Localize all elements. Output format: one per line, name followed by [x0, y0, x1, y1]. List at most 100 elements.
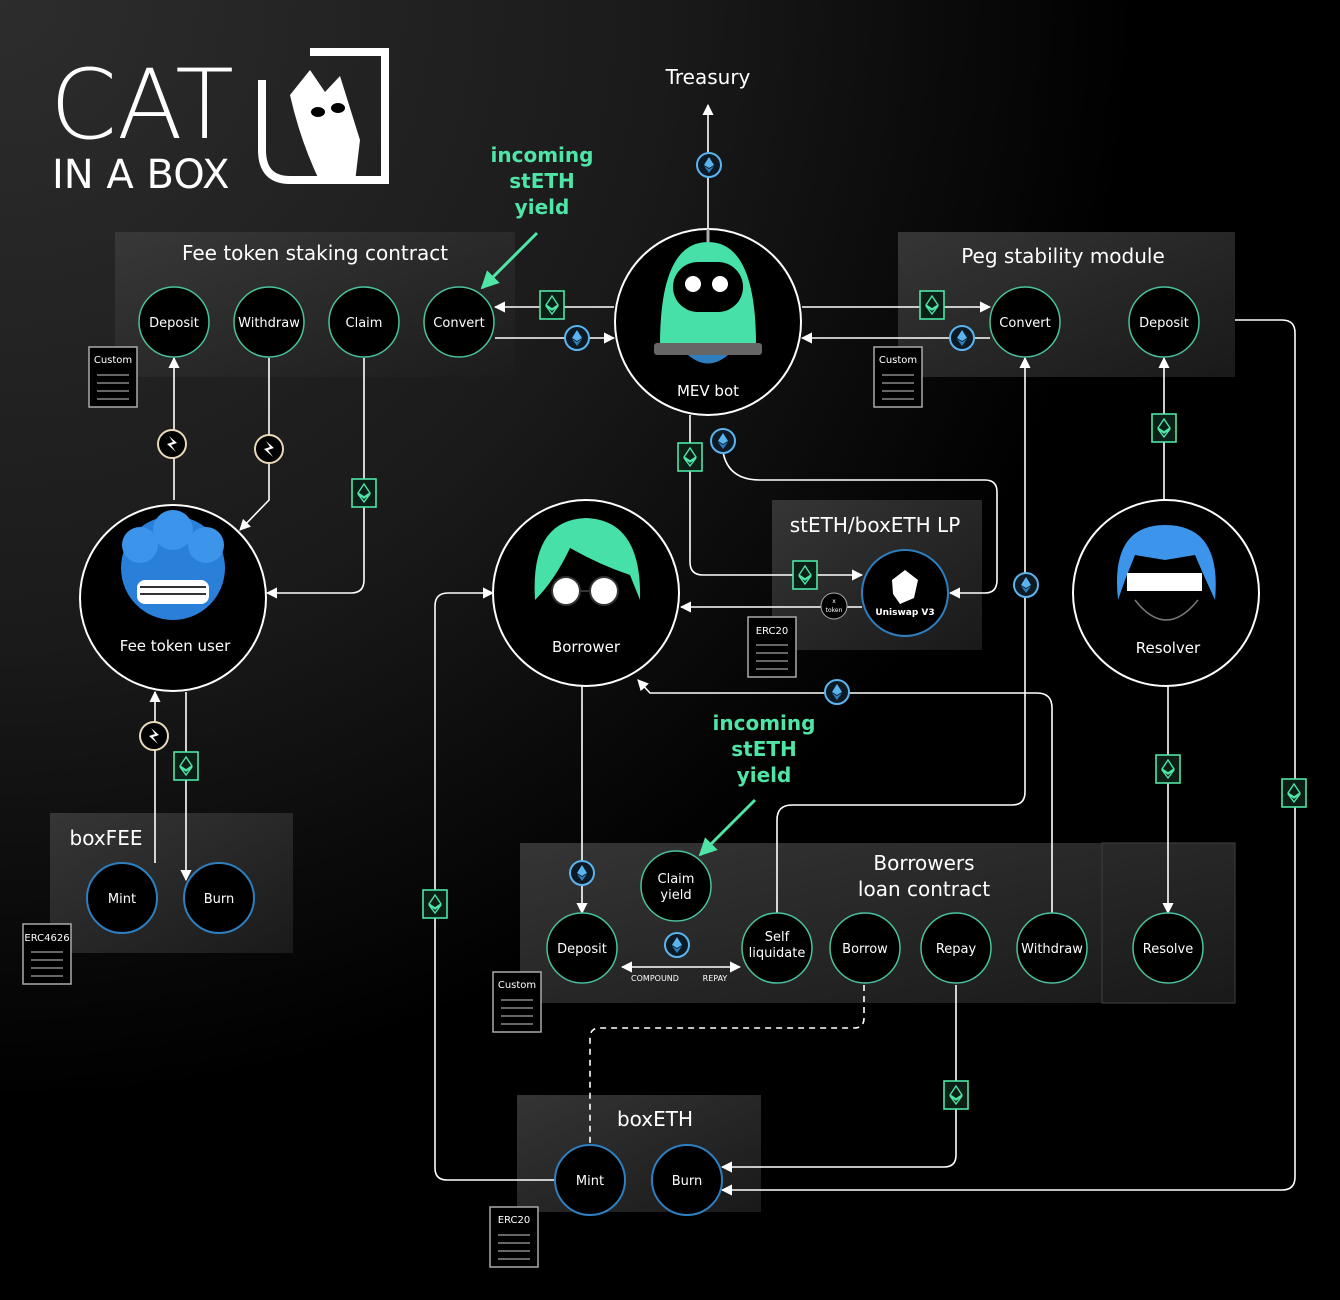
node-loan-repay[interactable]: Repay — [920, 912, 992, 984]
svg-text:IN A BOX: IN A BOX — [52, 152, 230, 198]
borrow-mint-dashed — [589, 985, 865, 1144]
eth-blue-icon — [710, 428, 736, 454]
node-peg-deposit[interactable]: Deposit — [1128, 286, 1200, 358]
svg-text:Withdraw: Withdraw — [238, 316, 300, 331]
svg-text:Self: Self — [765, 930, 790, 945]
svg-text:Claim: Claim — [346, 316, 383, 331]
eth-green-icon — [943, 1080, 969, 1110]
node-boxeth-burn[interactable]: Burn — [651, 1144, 723, 1216]
node-boxfee-burn[interactable]: Burn — [183, 862, 255, 934]
eth-green-icon — [919, 290, 945, 320]
treasury-label: Treasury — [665, 65, 751, 89]
eth-green-icon — [173, 751, 199, 781]
repay-label: REPAY — [703, 974, 728, 983]
doc-custom-loan: Custom — [492, 971, 542, 1033]
fee-token-icon — [157, 429, 187, 459]
node-staking-deposit[interactable]: Deposit — [138, 286, 210, 358]
compound-label: COMPOUND — [631, 974, 679, 983]
loan-title-1: Borrowers — [873, 851, 974, 875]
node-staking-claim[interactable]: Claim — [328, 286, 400, 358]
boxeth-title: boxETH — [617, 1107, 693, 1131]
svg-text:ERC4626: ERC4626 — [24, 933, 69, 944]
doc-erc20-boxeth: ERC20 — [489, 1206, 539, 1268]
doc-custom-staking: Custom — [88, 346, 138, 408]
svg-text:Convert: Convert — [999, 316, 1050, 331]
svg-text:Deposit: Deposit — [1139, 316, 1189, 331]
svg-text:Resolver: Resolver — [1136, 639, 1201, 657]
svg-text:Claim: Claim — [658, 872, 695, 887]
fee-token-user-actor[interactable]: Fee token user — [79, 504, 267, 692]
node-staking-withdraw[interactable]: Withdraw — [233, 286, 305, 358]
svg-text:Mint: Mint — [108, 892, 136, 907]
eth-green-icon — [351, 478, 377, 508]
lp-title: stETH/boxETH LP — [790, 513, 961, 537]
node-claim-yield[interactable]: Claim yield — [640, 850, 712, 922]
eth-green-icon — [677, 442, 703, 472]
svg-text:Fee token user: Fee token user — [120, 637, 231, 655]
boxfee-title: boxFEE — [70, 826, 143, 850]
yield-mid-3: yield — [737, 763, 792, 787]
doc-erc20-lp: ERC20 — [747, 616, 797, 678]
eth-blue-icon — [696, 152, 722, 178]
yield-mid-1: incoming — [713, 711, 816, 735]
eth-green-icon — [1151, 413, 1177, 443]
peg-title: Peg stability module — [961, 244, 1165, 268]
svg-text:Custom: Custom — [94, 355, 132, 366]
eth-blue-icon — [664, 932, 690, 958]
node-boxeth-mint[interactable]: Mint — [554, 1144, 626, 1216]
svg-text:ERC20: ERC20 — [498, 1215, 530, 1226]
resolver-actor[interactable]: Resolver — [1072, 499, 1260, 687]
doc-custom-peg: Custom — [873, 346, 923, 408]
svg-text:Mint: Mint — [576, 1174, 604, 1189]
svg-text:MEV bot: MEV bot — [677, 382, 739, 400]
eth-green-icon — [1281, 778, 1307, 808]
svg-text:Burn: Burn — [672, 1174, 703, 1189]
eth-green-icon — [539, 290, 565, 320]
svg-text:Convert: Convert — [433, 316, 484, 331]
yield-mid-arrow — [698, 798, 757, 857]
eth-blue-icon — [949, 325, 975, 351]
svg-text:x: x — [832, 598, 836, 605]
node-resolve[interactable]: Resolve — [1132, 912, 1204, 984]
svg-text:Repay: Repay — [936, 942, 977, 957]
fee-token-icon — [139, 721, 169, 751]
mev-bot-actor[interactable]: MEV bot — [614, 228, 802, 416]
eth-blue-icon — [564, 325, 590, 351]
uniswap-node[interactable]: Uniswap V3 — [861, 549, 949, 637]
borrower-actor[interactable]: Borrower — [492, 499, 680, 687]
node-loan-deposit[interactable]: Deposit — [546, 912, 618, 984]
svg-text:Uniswap V3: Uniswap V3 — [875, 608, 934, 618]
yield-top-3: yield — [515, 195, 570, 219]
eth-blue-icon — [569, 860, 595, 886]
node-loan-borrow[interactable]: Borrow — [829, 912, 901, 984]
eth-green-icon — [1155, 754, 1181, 784]
svg-text:Custom: Custom — [498, 980, 536, 991]
svg-text:CAT: CAT — [50, 49, 234, 161]
yield-mid-2: stETH — [731, 737, 797, 761]
eth-green-icon — [422, 889, 448, 919]
svg-text:Borrow: Borrow — [842, 942, 888, 957]
doc-erc4626: ERC4626 — [22, 923, 72, 985]
node-staking-convert[interactable]: Convert — [423, 286, 495, 358]
eth-blue-icon — [824, 679, 850, 705]
svg-text:Deposit: Deposit — [557, 942, 607, 957]
fee-token-icon — [254, 434, 284, 464]
yield-top-arrow — [480, 231, 539, 290]
yield-top-1: incoming — [491, 143, 594, 167]
svg-text:Withdraw: Withdraw — [1021, 942, 1083, 957]
svg-text:token: token — [826, 607, 843, 614]
node-peg-convert[interactable]: Convert — [989, 286, 1061, 358]
svg-text:ERC20: ERC20 — [756, 626, 788, 637]
svg-text:Resolve: Resolve — [1143, 942, 1193, 957]
eth-green-icon — [792, 560, 818, 590]
svg-text:liquidate: liquidate — [749, 946, 806, 961]
loan-title-2: loan contract — [858, 877, 990, 901]
unicorn-icon — [892, 570, 918, 604]
node-boxfee-mint[interactable]: Mint — [86, 862, 158, 934]
cat-in-a-box-logo: CAT IN A BOX — [50, 48, 389, 198]
svg-text:Burn: Burn — [204, 892, 235, 907]
eth-blue-icon — [1013, 572, 1039, 598]
node-loan-withdraw[interactable]: Withdraw — [1016, 912, 1088, 984]
node-self-liquidate[interactable]: Self liquidate — [741, 912, 813, 984]
